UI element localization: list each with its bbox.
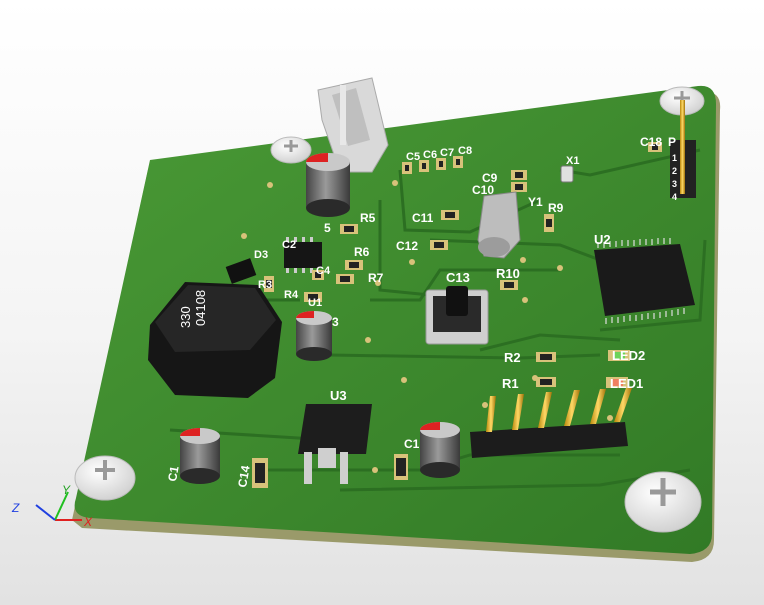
silkscreen-labels: C5 C6 C7 C8 X1 C18 P C9 C10 Y1 R9 C11 C1… [165, 135, 676, 489]
label-r2: R2 [504, 350, 521, 365]
inductor-value: 330 [178, 306, 193, 328]
crystal-oscillator [477, 191, 521, 259]
axis-y-label: Y [62, 483, 71, 497]
label-c18: C18 [640, 135, 662, 149]
axis-x-label: X [83, 515, 93, 529]
label-r6: R6 [354, 245, 370, 259]
mounting-screw-top-left [270, 136, 312, 164]
label-cap-top: 5 [324, 221, 331, 235]
pin-header-horizontal[interactable] [470, 388, 632, 458]
header-pin-3: 3 [672, 179, 677, 189]
label-x1: X1 [566, 155, 579, 167]
ic-soic [284, 237, 322, 273]
label-c7: C7 [440, 147, 454, 159]
power-connector[interactable] [317, 77, 389, 173]
label-c12: C12 [396, 239, 418, 253]
label-r1: R1 [502, 376, 519, 391]
label-u1: U1 [308, 297, 322, 309]
electrolytic-capacitor-top [306, 153, 350, 217]
label-c6: C6 [423, 149, 437, 161]
label-d3: D3 [254, 249, 268, 261]
label-u3: U3 [330, 388, 347, 403]
label-u2: U2 [594, 232, 611, 247]
label-c4: C4 [316, 265, 331, 277]
label-c15: C1 [404, 437, 420, 451]
inductor-part-code: 04108 [193, 290, 208, 326]
label-c13: C13 [446, 270, 470, 285]
label-p: P [668, 135, 676, 149]
label-y1: Y1 [528, 195, 543, 209]
header-vertical[interactable] [670, 100, 696, 198]
power-inductor: 330 04108 [148, 282, 282, 398]
label-r7: R7 [368, 271, 384, 285]
label-r3: R3 [258, 279, 272, 291]
label-led1: LED1 [610, 376, 643, 391]
label-c11: C11 [412, 211, 434, 225]
label-r10: R10 [496, 266, 520, 281]
label-c5: C5 [406, 151, 420, 163]
vias [241, 180, 613, 473]
smd-passives [252, 142, 662, 488]
axis-z-label: Z [11, 501, 20, 515]
voltage-regulator [298, 404, 372, 484]
label-c8: C8 [458, 145, 472, 157]
label-c2: C2 [282, 239, 296, 251]
header-pin-4: 4 [672, 192, 677, 202]
label-c14: C14 [235, 464, 253, 488]
tactile-button[interactable] [425, 286, 489, 345]
label-r9: R9 [548, 201, 564, 215]
electrolytic-capacitor-bottom-left [180, 428, 220, 484]
label-c9: C9 [482, 171, 498, 185]
header-pin-1: 1 [672, 153, 677, 163]
copper-traces [169, 148, 707, 492]
mounting-screw-bottom-left [74, 455, 136, 501]
label-c3: 3 [332, 315, 339, 329]
label-led2: LED2 [612, 348, 645, 363]
label-r5: R5 [360, 211, 376, 225]
label-r4: R4 [284, 289, 299, 301]
diode-package [225, 258, 257, 284]
label-c10: C10 [472, 183, 494, 197]
label-c1: C1 [165, 465, 182, 483]
axis-indicator: Z Y X [11, 483, 93, 529]
mounting-screw-bottom-right [624, 471, 702, 533]
electrolytic-capacitor-bottom [420, 422, 460, 478]
header-pin-numbers: 1 2 3 4 [672, 153, 677, 202]
electrolytic-capacitor-mid [296, 311, 332, 361]
header-pin-2: 2 [672, 166, 677, 176]
microcontroller-qfp [594, 238, 695, 324]
